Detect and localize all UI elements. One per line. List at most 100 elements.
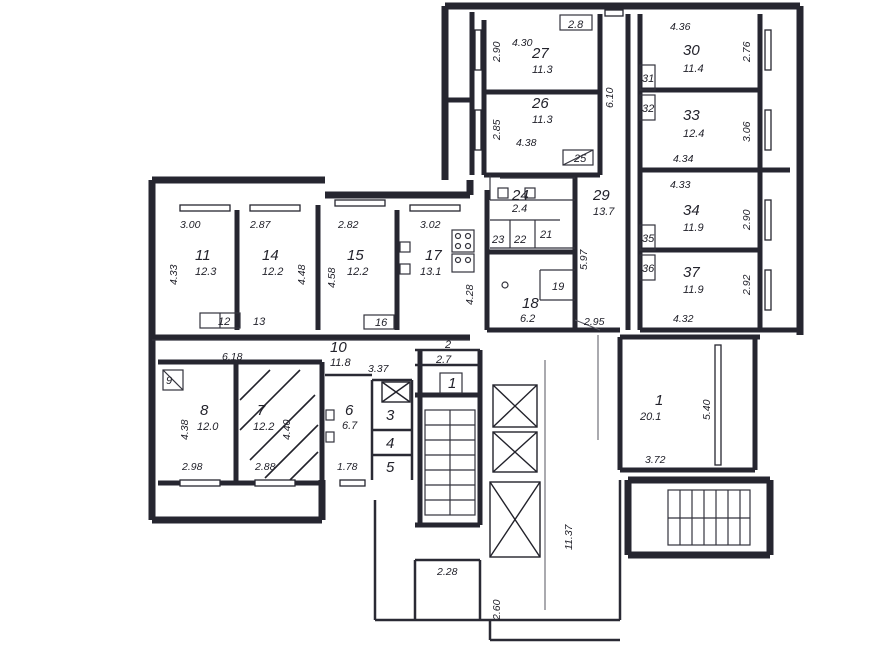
dim-4-36: 4.36: [670, 21, 691, 33]
dim-5-40: 5.40: [701, 399, 713, 420]
room-33-area: 12.4: [683, 128, 704, 140]
dim-2-60: 2.60: [491, 599, 503, 621]
room-14-area: 12.2: [262, 266, 283, 278]
label-31: 31: [642, 73, 654, 85]
label-13: 13: [253, 316, 266, 328]
room-34-area: 11.9: [683, 222, 704, 234]
dim-2-88: 2.88: [254, 461, 276, 473]
room-37-number: 37: [683, 264, 700, 281]
room-26-number: 26: [531, 95, 549, 112]
dim-3-06: 3.06: [741, 121, 753, 142]
stair-right: [667, 489, 751, 546]
walls: [148, 2, 804, 642]
label-19: 19: [552, 281, 564, 293]
room-34-number: 34: [683, 202, 700, 219]
room-17-number: 17: [425, 247, 442, 264]
dim-4-34: 4.34: [673, 153, 694, 165]
room-29-area: 13.7: [593, 206, 615, 218]
room-24-number: 24: [511, 187, 529, 204]
room-11-area: 12.3: [195, 266, 217, 278]
dim-4-32: 4.32: [673, 313, 694, 325]
windows: [179, 9, 772, 487]
room-18-number: 18: [522, 295, 539, 312]
dim-4-33: 4.33: [168, 264, 180, 285]
dim-3-02: 3.02: [420, 219, 441, 231]
room-11-number: 11: [195, 247, 211, 264]
label-1-small: 1: [448, 375, 456, 392]
small-labels: 12 13 16 19 9 23 22 21 2.8 25 31 32 35 3…: [166, 19, 655, 476]
stair-central: [424, 409, 476, 516]
room-33-number: 33: [683, 107, 700, 124]
label-9: 9: [166, 375, 172, 387]
dimension-labels: 4.30 2.90 2.85 4.38 6.10 4.36 2.76 3.06 …: [168, 21, 753, 621]
dim-2-76: 2.76: [741, 41, 753, 63]
dim-3-00: 3.00: [180, 219, 201, 231]
hatched-room-7: [239, 369, 319, 481]
room-8-area: 12.0: [197, 421, 219, 433]
room-1-number: 1: [655, 392, 663, 409]
dim-2-87: 2.87: [249, 219, 272, 231]
dim-4-58: 4.58: [326, 267, 338, 288]
room-1-area: 20.1: [639, 411, 661, 423]
room-10-area: 11.8: [330, 357, 351, 369]
dim-4-40: 4.40: [281, 419, 293, 440]
room-15-area: 12.2: [347, 266, 368, 278]
label-21: 21: [539, 229, 552, 241]
label-36: 36: [642, 263, 655, 275]
room-7-area: 12.2: [253, 421, 274, 433]
dim-4-28: 4.28: [464, 284, 476, 305]
elevator-shafts: [381, 381, 541, 558]
dim-2-98: 2.98: [181, 461, 203, 473]
room-6-area: 6.7: [342, 420, 358, 432]
dim-2-95: 2.95: [583, 316, 605, 328]
dim-6-18: 6.18: [222, 351, 243, 363]
dim-11-37: 11.37: [563, 523, 575, 550]
label-5: 5: [386, 459, 395, 476]
room-14-number: 14: [262, 247, 279, 264]
label-16: 16: [375, 317, 388, 329]
label-4: 4: [386, 435, 394, 452]
dim-4-38: 4.38: [179, 419, 191, 440]
room-15-number: 15: [347, 247, 364, 264]
fixtures: [325, 187, 536, 443]
dim-1-78: 1.78: [337, 461, 358, 473]
label-2-7: 2.7: [435, 354, 452, 366]
dim-4-48: 4.48: [296, 264, 308, 285]
room-30-area: 11.4: [683, 63, 704, 75]
room-8-number: 8: [200, 402, 209, 419]
dim-4-33-right: 4.33: [670, 179, 691, 191]
label-2-8: 2.8: [567, 19, 584, 31]
label-35: 35: [642, 233, 655, 245]
dim-3-72: 3.72: [645, 454, 666, 466]
dim-4-38-top: 4.38: [516, 137, 537, 149]
room-27-area: 11.3: [532, 64, 553, 76]
room-30-number: 30: [683, 42, 700, 59]
label-2: 2: [444, 339, 451, 351]
dim-2-92: 2.92: [741, 274, 753, 296]
label-12: 12: [218, 316, 230, 328]
label-32: 32: [642, 103, 654, 115]
dim-4-30: 4.30: [512, 37, 533, 49]
room-18-area: 6.2: [520, 313, 535, 325]
room-37-area: 11.9: [683, 284, 704, 296]
dim-6-10: 6.10: [604, 87, 616, 108]
room-6-number: 6: [345, 402, 354, 419]
dim-3-37: 3.37: [368, 363, 390, 375]
dim-5-97: 5.97: [578, 248, 590, 270]
room-24-area: 2.4: [511, 203, 527, 215]
dim-2-90-right: 2.90: [741, 209, 753, 231]
dim-2-82: 2.82: [337, 219, 359, 231]
room-29-number: 29: [592, 187, 610, 204]
room-26-area: 11.3: [532, 114, 553, 126]
room-17-area: 13.1: [420, 266, 441, 278]
room-labels: 27 11.3 26 11.3 30 11.4 33 12.4 24 2.4 2…: [195, 42, 704, 433]
dim-2-28: 2.28: [436, 566, 458, 578]
room-10-number: 10: [330, 339, 347, 356]
room-27-number: 27: [531, 45, 549, 62]
label-25: 25: [573, 153, 587, 165]
dim-2-90: 2.90: [491, 41, 503, 63]
label-22: 22: [513, 234, 526, 246]
label-3: 3: [386, 407, 395, 424]
dim-2-85: 2.85: [491, 119, 503, 141]
